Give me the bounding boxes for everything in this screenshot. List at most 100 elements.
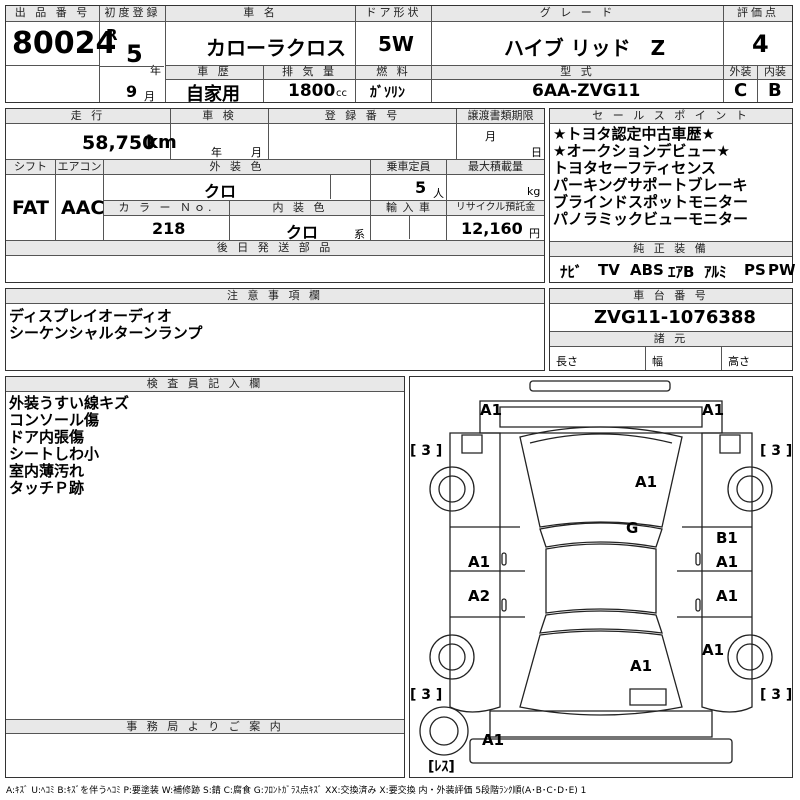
equipment-item: TV <box>598 261 620 279</box>
fuel-value: ｶﾞｿﾘﾝ <box>370 85 405 101</box>
inspector-block: 検 査 員 記 入 欄 外装うすい線キズ コンソール傷 ドア内張傷 シートしわ小… <box>5 376 405 778</box>
recycle-value: 12,160 <box>461 219 523 238</box>
inspector-item: コンソール傷 <box>9 411 100 429</box>
month-unit: 月 <box>144 90 155 103</box>
equipment-item: ﾅﾋﾞ <box>560 263 583 281</box>
color-label: 外 装 色 <box>104 160 371 175</box>
inspector-item: ドア内張傷 <box>9 428 85 446</box>
later-parts-label: 後 日 発 送 部 品 <box>6 241 544 256</box>
inspector-item: 外装うすい線キズ <box>9 394 130 412</box>
interior-label: 内装 <box>758 66 792 80</box>
load-label: 最大積載量 <box>447 160 544 175</box>
displacement-label: 排 気 量 <box>264 66 356 80</box>
mileage-label: 走 行 <box>6 109 171 124</box>
shift-cell: FAT <box>6 175 56 241</box>
lot-label: 出 品 番 号 <box>6 6 100 22</box>
ac-value: AAC <box>61 197 105 219</box>
tire-label-front-left: [ 3 ] <box>410 443 442 459</box>
load-unit: kg <box>527 185 541 198</box>
damage-legend: A:ｷｽﾞ U:ﾍｺﾐ B:ｷｽﾞを伴うﾍｺﾐ P:要塗装 W:補修跡 S:錆 … <box>6 786 587 796</box>
notes-block: 注 意 事 項 欄 ディスプレイオーディオ シーケンシャルターンランプ <box>5 288 545 371</box>
door-label: ドア形状 <box>356 6 432 22</box>
capacity-cell: 5 人 <box>371 175 447 201</box>
mark-right-front-door: A1 <box>716 553 738 571</box>
mark-rear-bumper: A1 <box>482 731 504 749</box>
shift-value: FAT <box>12 197 49 219</box>
inspector-item: 室内薄汚れ <box>9 462 85 480</box>
grade-label: グ レ ー ド <box>432 6 724 22</box>
exterior-label: 外装 <box>724 66 758 80</box>
lot-number: 80024 <box>12 26 117 61</box>
height-label: 高さ <box>728 355 750 368</box>
sales-point-item: パノラミックビューモニター <box>553 210 749 228</box>
equipment-item: ｴｱB <box>668 263 695 281</box>
notes-list: ディスプレイオーディオ シーケンシャルターンランプ <box>9 308 202 342</box>
sales-point-item: ★トヨタ認定中古車歴★ <box>553 125 715 143</box>
grade-value: ハイブ リッド Z <box>504 36 666 60</box>
door-cell: 5W <box>356 22 432 66</box>
import-label: 輸 入 車 <box>371 201 447 216</box>
import-cell <box>371 216 447 241</box>
inspector-item: シートしわ小 <box>9 445 100 463</box>
ac-label: エアコン <box>56 160 104 175</box>
tire-label-rear-left: [ 3 ] <box>410 687 442 703</box>
score-label: 評価点 <box>724 6 792 22</box>
capacity-value: 5 <box>415 178 427 197</box>
equipment-item: ABS <box>630 261 664 279</box>
recycle-label: リサイクル預託金 <box>447 201 544 216</box>
mark-left-rear-door: A2 <box>468 587 490 605</box>
note-item: シーケンシャルターンランプ <box>9 324 203 342</box>
history-value: 自家用 <box>186 84 240 105</box>
displacement-cell: 1800 cc <box>264 80 356 102</box>
tire-label-rear-right: [ 3 ] <box>760 687 792 703</box>
mark-front-left: A1 <box>480 401 502 419</box>
equipment-item: PW <box>768 261 796 279</box>
note-item: ディスプレイオーディオ <box>9 307 172 325</box>
interior-cell: B <box>758 80 792 102</box>
load-cell: kg <box>447 175 544 201</box>
chassis-label: 車 台 番 号 <box>550 289 792 304</box>
model-value: 6AA-ZVG11 <box>532 81 641 101</box>
recycle-cell: 12,160 円 <box>447 216 544 241</box>
equipment-item: ｱﾙﾐ <box>704 263 727 281</box>
sales-point-item: ブラインドスポットモニター <box>553 193 749 211</box>
history-cell: 自家用 <box>166 80 264 105</box>
height-cell: 高さ <box>722 347 792 370</box>
color-no-cell: 218 <box>104 216 230 241</box>
mileage-value: 58,750 <box>82 132 156 154</box>
color-cell: クロ <box>104 175 371 201</box>
sales-point-item: トヨタセーフティセンス <box>553 159 716 177</box>
spare-label: [ﾚｽ] <box>428 759 455 775</box>
mark-hood: A1 <box>635 473 657 491</box>
era-letter: R <box>106 26 118 44</box>
model-cell: 6AA-ZVG11 <box>432 80 724 102</box>
transfer-cell: 月 日 <box>457 124 544 160</box>
lot-lower <box>6 66 100 102</box>
equipment-item: PS <box>744 261 766 279</box>
car-name-cell: カローラクロス <box>166 22 356 66</box>
model-label: 型 式 <box>432 66 724 80</box>
color-no-value: 218 <box>152 219 186 238</box>
car-diagram: A1 A1 A1 G B1 A1 A1 A2 A1 A1 A1 A1 [ 3 ]… <box>410 380 792 775</box>
interior-color-value: クロ <box>286 223 319 242</box>
interior-score: B <box>768 80 782 101</box>
exterior-cell: C <box>724 80 758 102</box>
sales-point-item: パーキングサポートブレーキ <box>553 176 748 194</box>
details-block: 走 行 車 検 登 録 番 号 譲渡書類期限 58,750 km 年 月 月 日… <box>5 108 545 283</box>
notes-label: 注 意 事 項 欄 <box>6 289 544 304</box>
chassis-number: ZVG11-1076388 <box>594 307 756 328</box>
reg-month: 9 <box>126 82 138 101</box>
fuel-label: 燃 料 <box>356 66 432 80</box>
shift-label: シフト <box>6 160 56 175</box>
length-cell: 長さ <box>550 347 646 370</box>
office-label: 事 務 局 よ り ご 案 内 <box>6 719 404 734</box>
mark-trunk: A1 <box>630 657 652 675</box>
interior-color-cell: クロ 系 <box>230 216 371 242</box>
history-label: 車 歴 <box>166 66 264 80</box>
transfer-day-unit: 日 <box>531 146 542 159</box>
first-reg-cell: R 5 年 9 月 <box>100 22 166 103</box>
grade-cell: ハイブ リッド Z <box>432 22 724 66</box>
recycle-unit: 円 <box>529 227 540 240</box>
interior-color-label: 内 装 色 <box>230 201 371 216</box>
car-diagram-block: A1 A1 A1 G B1 A1 A1 A2 A1 A1 A1 A1 [ 3 ]… <box>409 376 793 778</box>
